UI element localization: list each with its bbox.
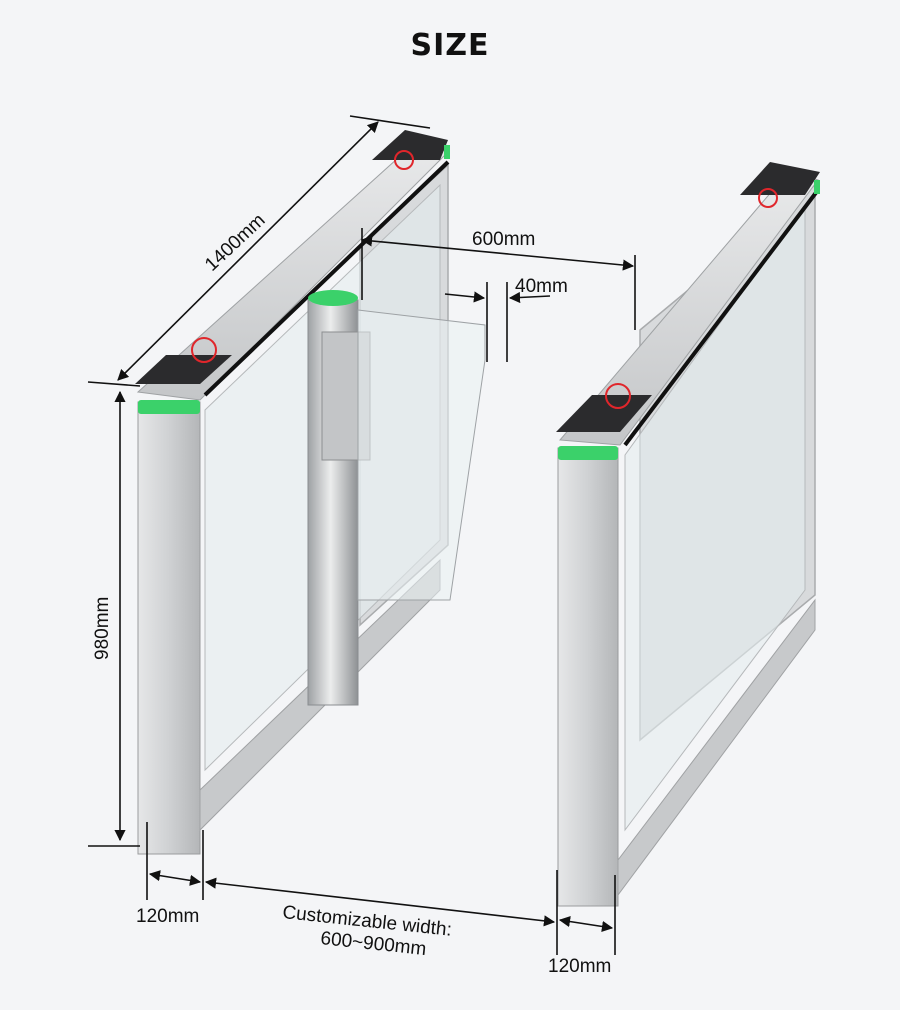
right-cabinet-front-led [558, 446, 618, 460]
right-cabinet-base [617, 598, 816, 897]
nfc-ring-icon [394, 150, 414, 170]
right-cabinet [556, 162, 820, 907]
gap-dimension-label: 40mm [515, 276, 568, 297]
nfc-ring-icon [605, 383, 631, 409]
right-cabinet-front-post [557, 447, 619, 907]
nfc-ring-icon [758, 188, 778, 208]
right-cabinet-top-panel-rear [740, 162, 820, 195]
left-cabinet-top-panel-rear [372, 130, 448, 160]
swing-gate-pillar [307, 290, 486, 706]
rear-led [444, 145, 450, 159]
left-cabinet-width-label: 120mm [136, 906, 199, 927]
left-cabinet-front-post [137, 401, 201, 855]
right-cabinet-width-label: 120mm [548, 956, 611, 977]
page-title: SIZE [410, 28, 490, 63]
rear-led [814, 180, 820, 194]
left-cabinet-front-led [138, 400, 200, 414]
swing-glass [357, 309, 486, 601]
right-cabinet-edge-line [623, 188, 820, 447]
length-dimension-label: 1400mm [201, 210, 269, 276]
dimension-lines [87, 115, 636, 955]
pillar-led [308, 290, 358, 306]
passage-dimension-label: 600mm [472, 229, 535, 250]
height-dimension-label: 980mm [92, 597, 113, 660]
